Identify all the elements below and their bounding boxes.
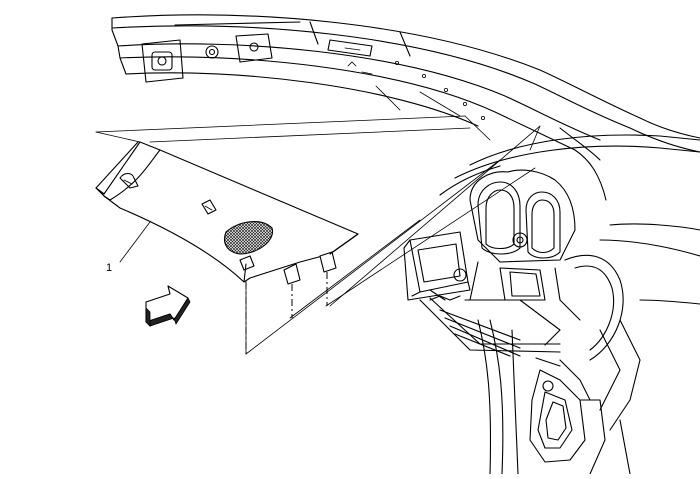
instrument-panel	[403, 134, 700, 431]
callout-1: 1	[106, 221, 151, 274]
hinge-pillar	[477, 319, 631, 475]
roof-rail-header	[111, 14, 641, 151]
callout-label: 1	[106, 262, 112, 274]
a-pillar-frame	[559, 117, 700, 201]
speaker-grille	[223, 221, 274, 255]
windshield-pillar-garnish	[95, 141, 359, 285]
arrow-up-right-icon	[145, 285, 191, 327]
installation-centerlines	[245, 272, 328, 354]
